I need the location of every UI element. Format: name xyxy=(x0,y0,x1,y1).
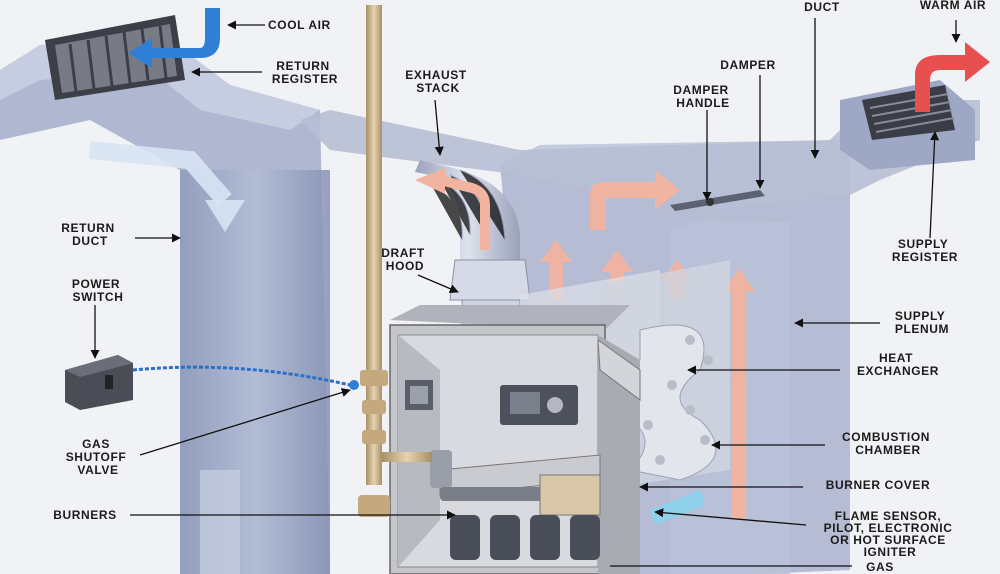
label-warm-air: WARM AIR xyxy=(920,0,986,12)
power-switch-box xyxy=(65,355,351,410)
label-draft-hood: DRAFT HOOD xyxy=(381,246,429,273)
gas-pipe xyxy=(349,5,432,517)
label-return-duct: RETURN DUCT xyxy=(61,221,119,248)
label-burners: BURNERS xyxy=(53,508,117,522)
label-return-register: RETURN REGISTER xyxy=(272,59,338,86)
label-gas-shutoff-valve: GAS SHUTOFF VALVE xyxy=(66,437,131,477)
label-supply-duct: DUCT xyxy=(804,0,840,14)
label-supply-plenum: SUPPLY PLENUM xyxy=(895,309,949,336)
label-burner-cover: BURNER COVER xyxy=(826,478,931,492)
warm-air-arrow xyxy=(915,42,990,112)
furnace-cabinet xyxy=(389,305,705,574)
return-register-grille xyxy=(45,15,185,100)
leader-lines xyxy=(90,18,961,567)
labels: COOL AIR RETURN REGISTER EXHAUST STACK D… xyxy=(53,0,986,574)
label-heat-exchanger: HEAT EXCHANGER xyxy=(857,351,939,378)
label-cool-air: COOL AIR xyxy=(268,18,331,32)
supply-register-grille xyxy=(862,85,955,140)
label-flame-sensor: FLAME SENSOR, PILOT, ELECTRONIC OR HOT S… xyxy=(824,509,957,559)
label-exhaust-stack: EXHAUST STACK xyxy=(405,68,470,95)
label-gas: GAS xyxy=(866,560,894,574)
label-damper: DAMPER xyxy=(720,58,776,72)
cool-air-arrow xyxy=(128,8,220,68)
label-supply-register: SUPPLY REGISTER xyxy=(892,237,958,264)
label-damper-handle: DAMPER HANDLE xyxy=(673,83,733,110)
return-duct xyxy=(0,40,330,574)
label-power-switch: POWER SWITCH xyxy=(72,277,124,304)
label-combustion-chamber: COMBUSTION CHAMBER xyxy=(842,430,934,457)
